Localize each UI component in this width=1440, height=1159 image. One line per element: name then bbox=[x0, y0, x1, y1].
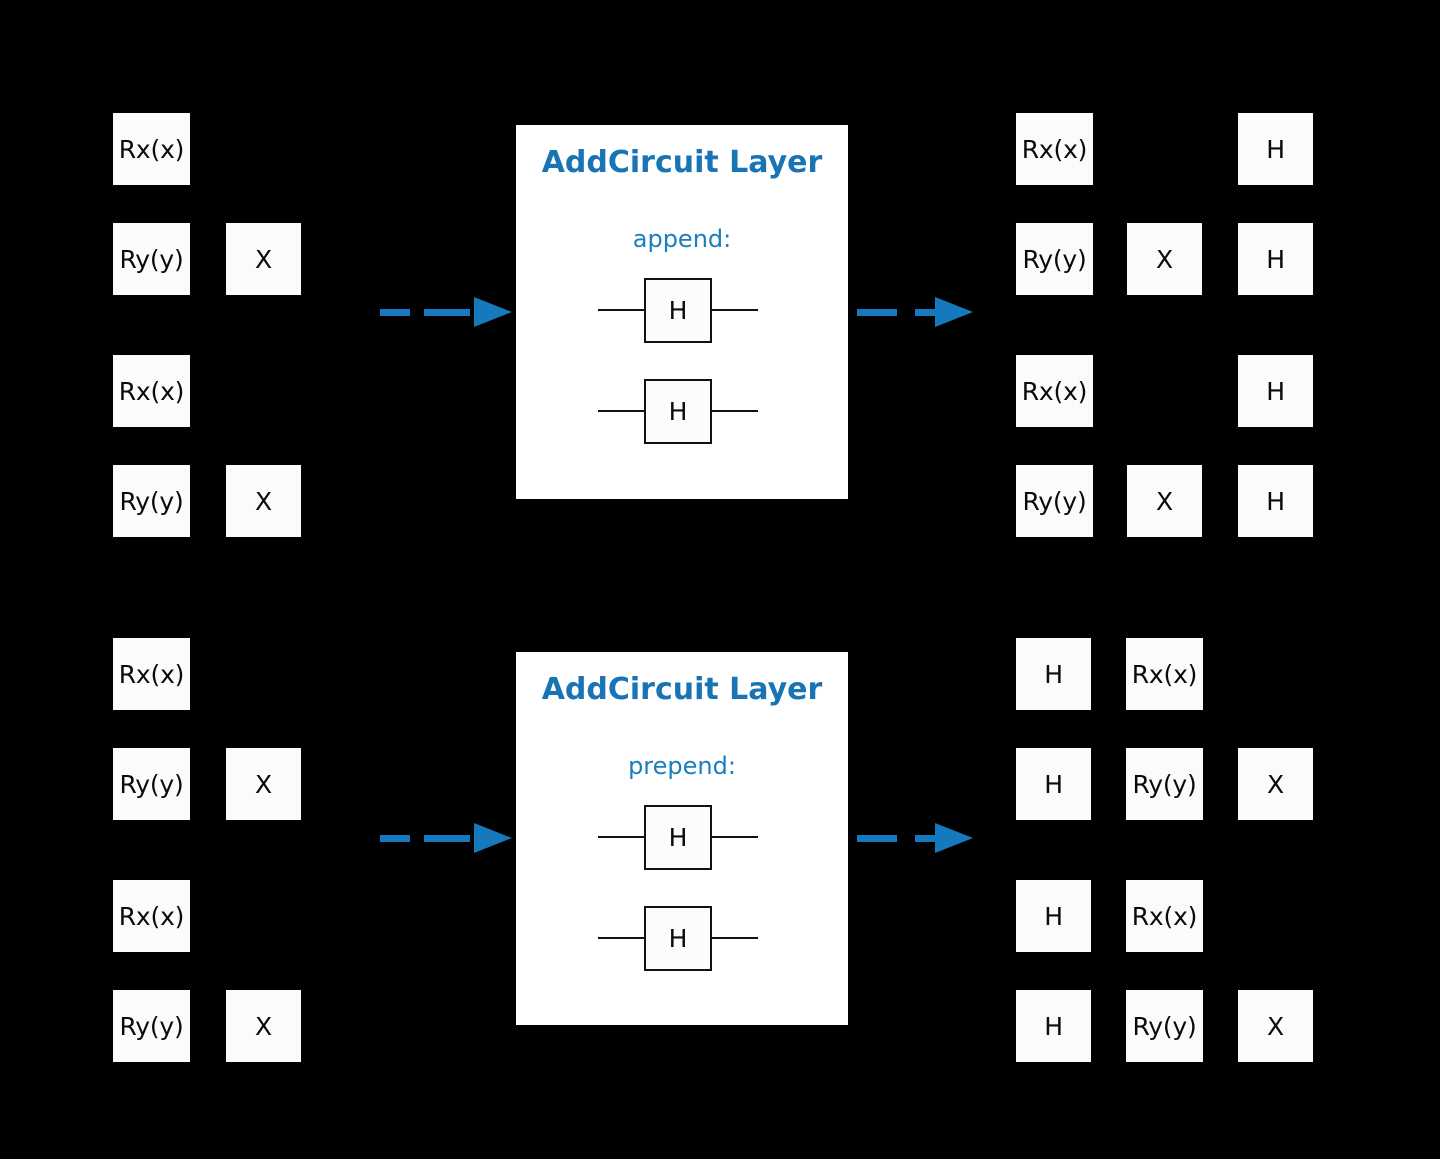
addcircuit-layer-panel-prepend: AddCircuit Layer prepend: H H bbox=[516, 652, 848, 1025]
arrow-dash bbox=[424, 835, 470, 842]
arrow-dash bbox=[857, 309, 897, 316]
arrow-head-icon bbox=[935, 297, 973, 327]
out-gate-ry-q3: Ry(y) bbox=[1016, 465, 1093, 537]
arrow-dash bbox=[380, 835, 410, 842]
arrow-head-icon bbox=[474, 823, 512, 853]
arrow-layer-to-output-append bbox=[857, 297, 975, 327]
arrow-dash bbox=[915, 309, 937, 316]
gate-ry-q3: Ry(y) bbox=[113, 990, 190, 1062]
out-gate-h-q1: H bbox=[1016, 748, 1091, 820]
sub-circuit-wire-1-prepend: H bbox=[598, 906, 758, 972]
gate-x-q3: X bbox=[226, 990, 301, 1062]
arrow-input-to-layer-prepend bbox=[380, 823, 512, 853]
wire-left bbox=[598, 937, 647, 939]
wire-left bbox=[598, 836, 647, 838]
arrow-dash bbox=[857, 835, 897, 842]
out-gate-h-q0: H bbox=[1016, 638, 1091, 710]
out-gate-rx-q0: Rx(x) bbox=[1126, 638, 1203, 710]
arrow-dash bbox=[424, 309, 470, 316]
arrow-dash bbox=[380, 309, 410, 316]
wire-right bbox=[710, 937, 758, 939]
out-gate-h-q1: H bbox=[1238, 223, 1313, 295]
gate-rx-q2: Rx(x) bbox=[113, 355, 190, 427]
sub-circuit-wire-0-append: H bbox=[598, 278, 758, 344]
wire-right bbox=[710, 836, 758, 838]
wire-right bbox=[710, 410, 758, 412]
gate-ry-q1: Ry(y) bbox=[113, 748, 190, 820]
out-gate-h-q3: H bbox=[1016, 990, 1091, 1062]
panel-title-append: AddCircuit Layer bbox=[541, 145, 823, 180]
gate-rx-q2: Rx(x) bbox=[113, 880, 190, 952]
sub-gate-h-q1: H bbox=[644, 906, 712, 971]
gate-ry-q3: Ry(y) bbox=[113, 465, 190, 537]
sub-gate-h-q1: H bbox=[644, 379, 712, 444]
out-gate-ry-q1: Ry(y) bbox=[1016, 223, 1093, 295]
panel-mode-label-prepend: prepend: bbox=[628, 752, 736, 780]
gate-rx-q0: Rx(x) bbox=[113, 113, 190, 185]
gate-x-q3: X bbox=[226, 465, 301, 537]
panel-mode-label-append: append: bbox=[632, 225, 732, 253]
wire-left bbox=[598, 309, 647, 311]
gate-ry-q1: Ry(y) bbox=[113, 223, 190, 295]
sub-gate-h-q0: H bbox=[644, 278, 712, 343]
addcircuit-layer-panel-append: AddCircuit Layer append: H H bbox=[516, 125, 848, 499]
sub-circuit-wire-1-append: H bbox=[598, 379, 758, 445]
out-gate-h-q3: H bbox=[1238, 465, 1313, 537]
arrow-head-icon bbox=[935, 823, 973, 853]
arrow-input-to-layer-append bbox=[380, 297, 512, 327]
arrow-dash bbox=[915, 835, 937, 842]
out-gate-x-q1: X bbox=[1238, 748, 1313, 820]
arrow-head-icon bbox=[474, 297, 512, 327]
out-gate-x-q3: X bbox=[1238, 990, 1313, 1062]
out-gate-rx-q0: Rx(x) bbox=[1016, 113, 1093, 185]
out-gate-x-q3: X bbox=[1127, 465, 1202, 537]
gate-rx-q0: Rx(x) bbox=[113, 638, 190, 710]
out-gate-rx-q2: Rx(x) bbox=[1126, 880, 1203, 952]
out-gate-ry-q1: Ry(y) bbox=[1126, 748, 1203, 820]
out-gate-h-q2: H bbox=[1238, 355, 1313, 427]
wire-right bbox=[710, 309, 758, 311]
out-gate-ry-q3: Ry(y) bbox=[1126, 990, 1203, 1062]
gate-x-q1: X bbox=[226, 223, 301, 295]
arrow-layer-to-output-prepend bbox=[857, 823, 975, 853]
out-gate-x-q1: X bbox=[1127, 223, 1202, 295]
out-gate-h-q0: H bbox=[1238, 113, 1313, 185]
out-gate-rx-q2: Rx(x) bbox=[1016, 355, 1093, 427]
sub-circuit-wire-0-prepend: H bbox=[598, 805, 758, 871]
sub-gate-h-q0: H bbox=[644, 805, 712, 870]
wire-left bbox=[598, 410, 647, 412]
panel-title-prepend: AddCircuit Layer bbox=[541, 672, 823, 707]
out-gate-h-q2: H bbox=[1016, 880, 1091, 952]
gate-x-q1: X bbox=[226, 748, 301, 820]
